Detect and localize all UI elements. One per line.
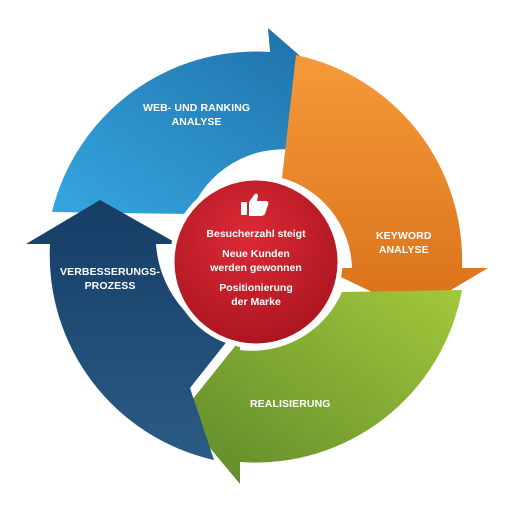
label-verbesserung-line2: PROZESS xyxy=(84,280,136,292)
label-keyword: KEYWORD ANALYSE xyxy=(376,229,432,257)
center-circle xyxy=(169,175,343,349)
label-web-ranking: WEB- UND RANKING ANALYSE xyxy=(143,101,250,129)
segment-web-ranking-arrow xyxy=(52,28,330,214)
label-verbesserung: VERBESSERUNGS- PROZESS xyxy=(60,265,160,293)
label-web-ranking-line1: WEB- UND RANKING xyxy=(143,102,251,114)
center-line-besucherzahl: Besucherzahl steigt xyxy=(206,228,306,240)
center-line-neue-kunden: Neue Kunden xyxy=(222,248,290,260)
center-line-gewonnen: werden gewonnen xyxy=(210,262,302,274)
center-line-positionierung: Positionierung xyxy=(219,282,293,294)
label-verbesserung-line1: VERBESSERUNGS- xyxy=(60,266,161,278)
center-line-marke: der Marke xyxy=(231,296,281,308)
segment-keyword-arrow xyxy=(282,55,488,312)
segment-realisierung-arrow xyxy=(192,290,462,484)
label-keyword-line1: KEYWORD xyxy=(376,230,432,242)
label-realisierung-line1: REALISIERUNG xyxy=(250,398,331,410)
label-realisierung: REALISIERUNG xyxy=(250,397,331,411)
label-keyword-line2: ANALYSE xyxy=(378,244,429,256)
segment-verbesserung-arrow xyxy=(26,200,228,460)
label-web-ranking-line2: ANALYSE xyxy=(171,116,222,128)
thumbs-up-icon xyxy=(241,193,269,216)
